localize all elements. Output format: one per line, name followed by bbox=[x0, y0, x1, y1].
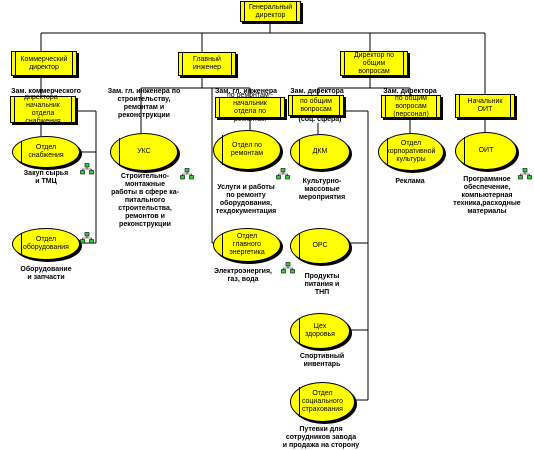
dept-ors-oval: ОРС bbox=[290, 228, 350, 264]
dept-culture-oval: Отдел корпоративной культуры bbox=[378, 133, 444, 171]
desc-power: Электроэнергия, газ, вода bbox=[214, 268, 272, 283]
dept-equipment-oval: Отдел оборудования bbox=[12, 228, 80, 260]
chief-engineer-box: Главный инженер bbox=[178, 52, 236, 76]
pers-deputy-title: Зам. директора bbox=[383, 88, 437, 95]
dept-equipment-label: Отдел оборудования bbox=[23, 236, 69, 251]
desc-equipment: Оборудование и запчасти bbox=[20, 266, 72, 281]
desc-supply: Закуп сырья и ТМЦ bbox=[23, 170, 69, 185]
desc-oit: Программное обеспечение, компьютерная те… bbox=[453, 176, 521, 215]
dept-dkm-label: ДКМ bbox=[312, 148, 328, 155]
rep-deputy-box: по ремонтам - начальник отдела по ремонт… bbox=[215, 92, 285, 123]
soc-deputy-label: по общим вопросам bbox=[299, 97, 332, 113]
dept-health-oval: Цех здоровья bbox=[290, 313, 350, 349]
general-director-label: Генеральный директор bbox=[248, 3, 293, 19]
dept-oit-oval: ОИТ bbox=[455, 132, 517, 170]
commercial-director-box: Коммерческий директор bbox=[11, 51, 77, 76]
desc-social: Путевки для сотрудников завода и продажа… bbox=[282, 426, 360, 449]
oit-head-box: Начальник ОИТ bbox=[455, 94, 515, 118]
pers-deputy-box: по общим вопросам (персонал) bbox=[381, 95, 441, 118]
cap-deputy-title: Зам. гл. инженера по строительству, ремо… bbox=[107, 88, 181, 119]
dept-supply-oval: Отдел снабжения bbox=[12, 136, 80, 168]
network-icon bbox=[180, 168, 194, 180]
desc-culture: Реклама bbox=[395, 178, 425, 185]
desc-uks: Строительно- монтажные работы в сфере ка… bbox=[111, 173, 179, 228]
dept-repairs-label: Отдел по ремонтам bbox=[230, 142, 264, 157]
desc-health: Спортивный инвентарь bbox=[299, 353, 345, 368]
soc-deputy-title: Зам. директора bbox=[290, 88, 344, 95]
network-icon bbox=[80, 232, 94, 244]
network-icon bbox=[80, 163, 94, 175]
comm-deputy-title: Зам. коммерческого bbox=[11, 88, 81, 95]
network-icon bbox=[276, 168, 290, 180]
commercial-director-label: Коммерческий директор bbox=[20, 55, 68, 71]
desc-dkm: Культурно- массовые мероприятия bbox=[298, 178, 346, 201]
general-director-box: Генеральный директор bbox=[240, 1, 301, 22]
dept-supply-label: Отдел снабжения bbox=[28, 144, 64, 159]
dept-repairs-oval: Отдел по ремонтам bbox=[213, 130, 281, 170]
chief-engineer-label: Главный инженер bbox=[192, 56, 221, 71]
dept-ors-label: ОРС bbox=[312, 242, 328, 249]
oit-head-label: Начальник ОИТ bbox=[467, 98, 503, 113]
rep-deputy-label: по ремонтам - начальник отдела по ремонт… bbox=[226, 91, 274, 123]
dept-oit-label: ОИТ bbox=[478, 147, 494, 154]
comm-deputy-label: директора - начальник отдела снабжения bbox=[23, 93, 62, 125]
dept-dkm-oval: ДКМ bbox=[290, 134, 350, 170]
rep-deputy-title: Зам. гл. инженера bbox=[214, 88, 277, 95]
desc-ors: Продукты питания и ТНП bbox=[304, 273, 340, 296]
network-icon bbox=[281, 262, 295, 274]
dept-social-oval: Отдел социального страхования bbox=[290, 382, 355, 422]
dept-culture-label: Отдел корпоративной культуры bbox=[386, 140, 436, 163]
dept-uks-oval: УКС bbox=[110, 133, 178, 171]
soc-deputy-sub: (соц. сфера) bbox=[298, 116, 342, 123]
soc-deputy-box: по общим вопросам bbox=[288, 95, 344, 116]
dept-power-label: Отдел главного энергетика bbox=[229, 233, 265, 256]
general-affairs-director-box: Директор по общим вопросам bbox=[340, 51, 408, 76]
network-icon bbox=[518, 168, 532, 180]
dept-uks-label: УКС bbox=[137, 148, 151, 155]
pers-deputy-label: по общим вопросам (персонал) bbox=[393, 94, 429, 118]
dept-social-label: Отдел социального страхования bbox=[301, 390, 344, 413]
general-affairs-director-label: Директор по общим вопросам bbox=[353, 51, 395, 75]
dept-health-label: Цех здоровья bbox=[305, 323, 335, 338]
desc-repairs: Услуги и работы по ремонту оборудования,… bbox=[215, 184, 277, 215]
comm-deputy-box: директора - начальник отдела снабжения bbox=[10, 93, 76, 125]
dept-power-oval: Отдел главного энергетика bbox=[213, 228, 281, 262]
